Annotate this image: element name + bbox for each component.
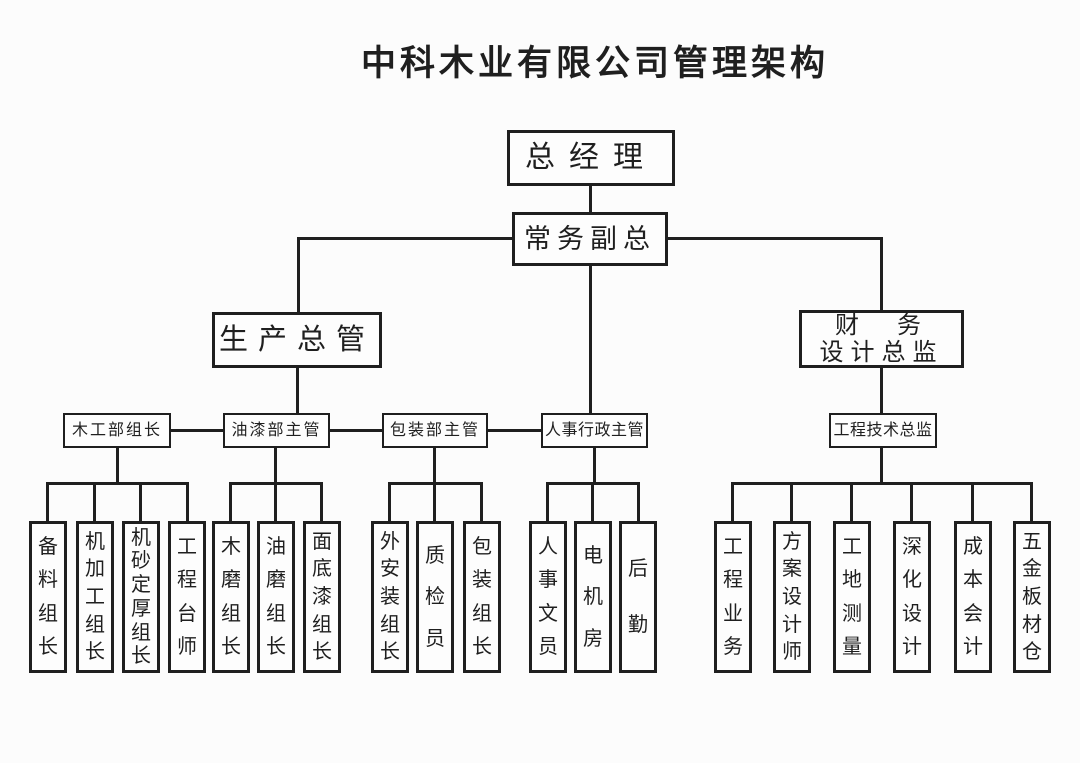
leaf-label: 深化设计 <box>902 536 922 658</box>
connector-mid-link-2 <box>330 429 382 432</box>
node-hr-admin-supervisor: 人事行政主管 <box>541 413 648 448</box>
node-paint-dept-supervisor: 油漆部主管 <box>223 413 330 448</box>
connector-drop <box>910 482 913 521</box>
leaf-packing-1: 质检员 <box>416 521 454 673</box>
leaf-label: 工地测量 <box>842 536 862 658</box>
leaf-label: 五金板材仓 <box>1022 530 1042 664</box>
connector-drop <box>93 482 96 521</box>
connector-drop <box>433 482 436 521</box>
leaf-wood-3: 工程台师 <box>168 521 206 673</box>
connector-right-arm-down <box>880 237 883 311</box>
connector-drop <box>731 482 734 521</box>
connector-drop <box>388 482 391 521</box>
leaf-label: 包装组长 <box>472 536 492 658</box>
connector-bus-eng <box>731 482 1033 485</box>
connector-drop <box>850 482 853 521</box>
leaf-wood-2: 机砂定厚组长 <box>122 521 160 673</box>
leaf-wood-0: 备料组长 <box>29 521 67 673</box>
node-production-director: 生产总管 <box>212 312 382 368</box>
node-label: 总经理 <box>525 141 657 174</box>
leaf-label: 电机房 <box>583 544 603 650</box>
leaf-label: 后勤 <box>628 558 648 636</box>
leaf-wood-1: 机加工组长 <box>76 521 114 673</box>
leaf-paint-1: 油磨组长 <box>257 521 295 673</box>
leaf-paint-0: 木磨组长 <box>212 521 250 673</box>
leaf-label: 油磨组长 <box>266 536 286 658</box>
leaf-hr-0: 人事文员 <box>529 521 567 673</box>
leaf-label: 工程业务 <box>723 536 743 658</box>
leaf-label: 外安装组长 <box>380 530 400 664</box>
connector-drop <box>320 482 323 521</box>
chart-title: 中科木业有限公司管理架构 <box>360 44 830 83</box>
leaf-label: 机砂定厚组长 <box>131 526 151 668</box>
node-engineering-tech-director: 工程技术总监 <box>829 413 937 448</box>
node-label: 生产总管 <box>218 323 375 356</box>
node-finance-design-director: 财 务 设计总监 <box>799 310 964 368</box>
node-label: 工程技术总监 <box>833 421 933 439</box>
leaf-label: 备料组长 <box>38 536 58 658</box>
leaf-eng-5: 五金板材仓 <box>1013 521 1051 673</box>
leaf-packing-2: 包装组长 <box>463 521 501 673</box>
connector-drop <box>591 482 594 521</box>
node-label: 常务副总 <box>524 223 656 254</box>
connector-feed-paint <box>274 447 277 483</box>
connector-drop <box>971 482 974 521</box>
connector-deputy-hr <box>589 264 592 414</box>
leaf-paint-2: 面底漆组长 <box>303 521 341 673</box>
node-label-line1: 财 务 <box>835 312 928 339</box>
leaf-eng-0: 工程业务 <box>714 521 752 673</box>
node-deputy-general-manager: 常务副总 <box>512 212 668 266</box>
connector-bus-wood <box>46 482 189 485</box>
leaf-label: 人事文员 <box>538 536 558 658</box>
node-label: 油漆部主管 <box>231 421 322 439</box>
node-label: 人事行政主管 <box>544 421 644 439</box>
connector-right-arm <box>666 237 882 240</box>
connector-drop <box>637 482 640 521</box>
connector-drop <box>790 482 793 521</box>
connector-drop <box>229 482 232 521</box>
connector-drop <box>186 482 189 521</box>
connector-drop <box>546 482 549 521</box>
leaf-label: 木磨组长 <box>221 536 241 658</box>
node-label-line2: 设计总监 <box>819 339 944 366</box>
connector-production-down <box>296 366 299 414</box>
node-label: 包装部主管 <box>389 421 480 439</box>
leaf-label: 质检员 <box>425 544 445 650</box>
connector-feed-eng <box>880 447 883 483</box>
connector-drop <box>480 482 483 521</box>
connector-left-arm <box>297 237 513 240</box>
leaf-eng-2: 工地测量 <box>833 521 871 673</box>
connector-drop <box>46 482 49 521</box>
connector-feed-packing <box>433 447 436 483</box>
leaf-eng-3: 深化设计 <box>893 521 931 673</box>
leaf-packing-0: 外安装组长 <box>371 521 409 673</box>
connector-drop <box>139 482 142 521</box>
leaf-eng-1: 方案设计师 <box>773 521 811 673</box>
connector-mid-link-1 <box>171 429 223 432</box>
leaf-hr-1: 电机房 <box>574 521 612 673</box>
node-label: 木工部组长 <box>71 421 162 439</box>
connector-drop <box>1030 482 1033 521</box>
connector-left-arm-down <box>297 237 300 313</box>
connector-mid-link-3 <box>488 429 541 432</box>
connector-feed-wood <box>116 447 119 483</box>
connector-feed-hr <box>593 447 596 483</box>
leaf-label: 机加工组长 <box>85 530 105 664</box>
leaf-label: 面底漆组长 <box>312 530 332 664</box>
leaf-hr-2: 后勤 <box>619 521 657 673</box>
connector-drop <box>274 482 277 521</box>
leaf-eng-4: 成本会计 <box>954 521 992 673</box>
leaf-label: 工程台师 <box>177 536 197 658</box>
connector-finance-down <box>880 366 883 414</box>
node-carpentry-team-leader: 木工部组长 <box>63 413 171 448</box>
leaf-label: 方案设计师 <box>782 530 802 664</box>
leaf-label: 成本会计 <box>963 536 983 658</box>
node-general-manager: 总经理 <box>507 130 675 186</box>
node-packing-dept-supervisor: 包装部主管 <box>382 413 488 448</box>
connector-gm-deputy <box>589 184 592 213</box>
